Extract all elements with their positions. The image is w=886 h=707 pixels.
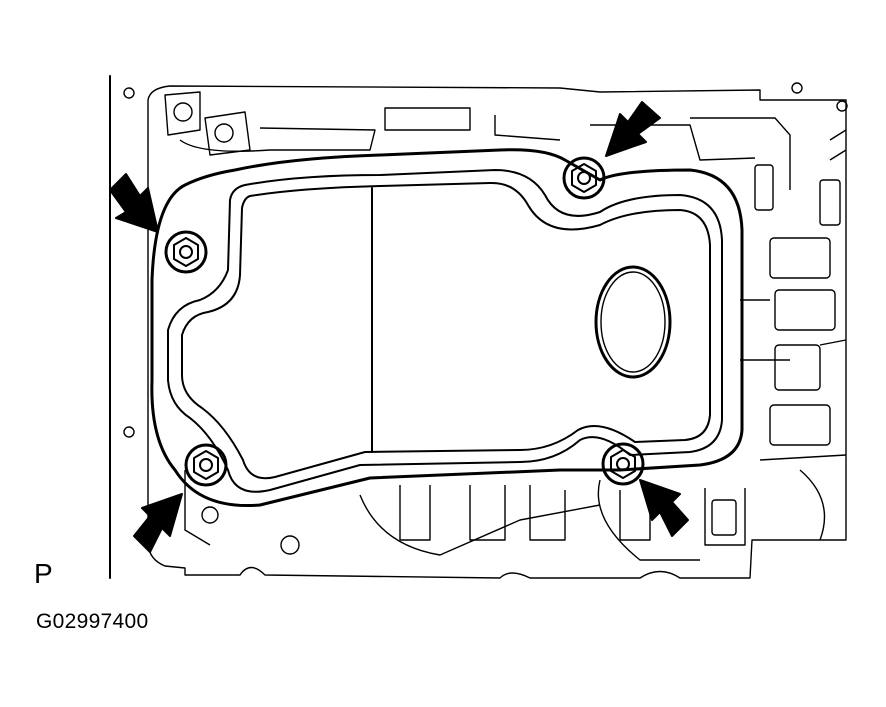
bolt-bottom-left [184, 443, 228, 487]
bolt-top-left [164, 230, 208, 274]
figure-id: G02997400 [36, 610, 149, 633]
strainer-oval-opening [594, 265, 672, 379]
view-label: P [34, 558, 53, 589]
arrow-bolt-top-right [605, 101, 661, 157]
arrow-bolt-bottom-left [133, 493, 183, 553]
bolt-top-right [562, 156, 606, 200]
arrow-bolt-top-left [109, 173, 159, 233]
valve-body [123, 82, 848, 579]
arrow-bolt-bottom-right [639, 479, 689, 537]
bolt-bottom-right [601, 442, 645, 486]
oil-strainer [150, 148, 744, 508]
